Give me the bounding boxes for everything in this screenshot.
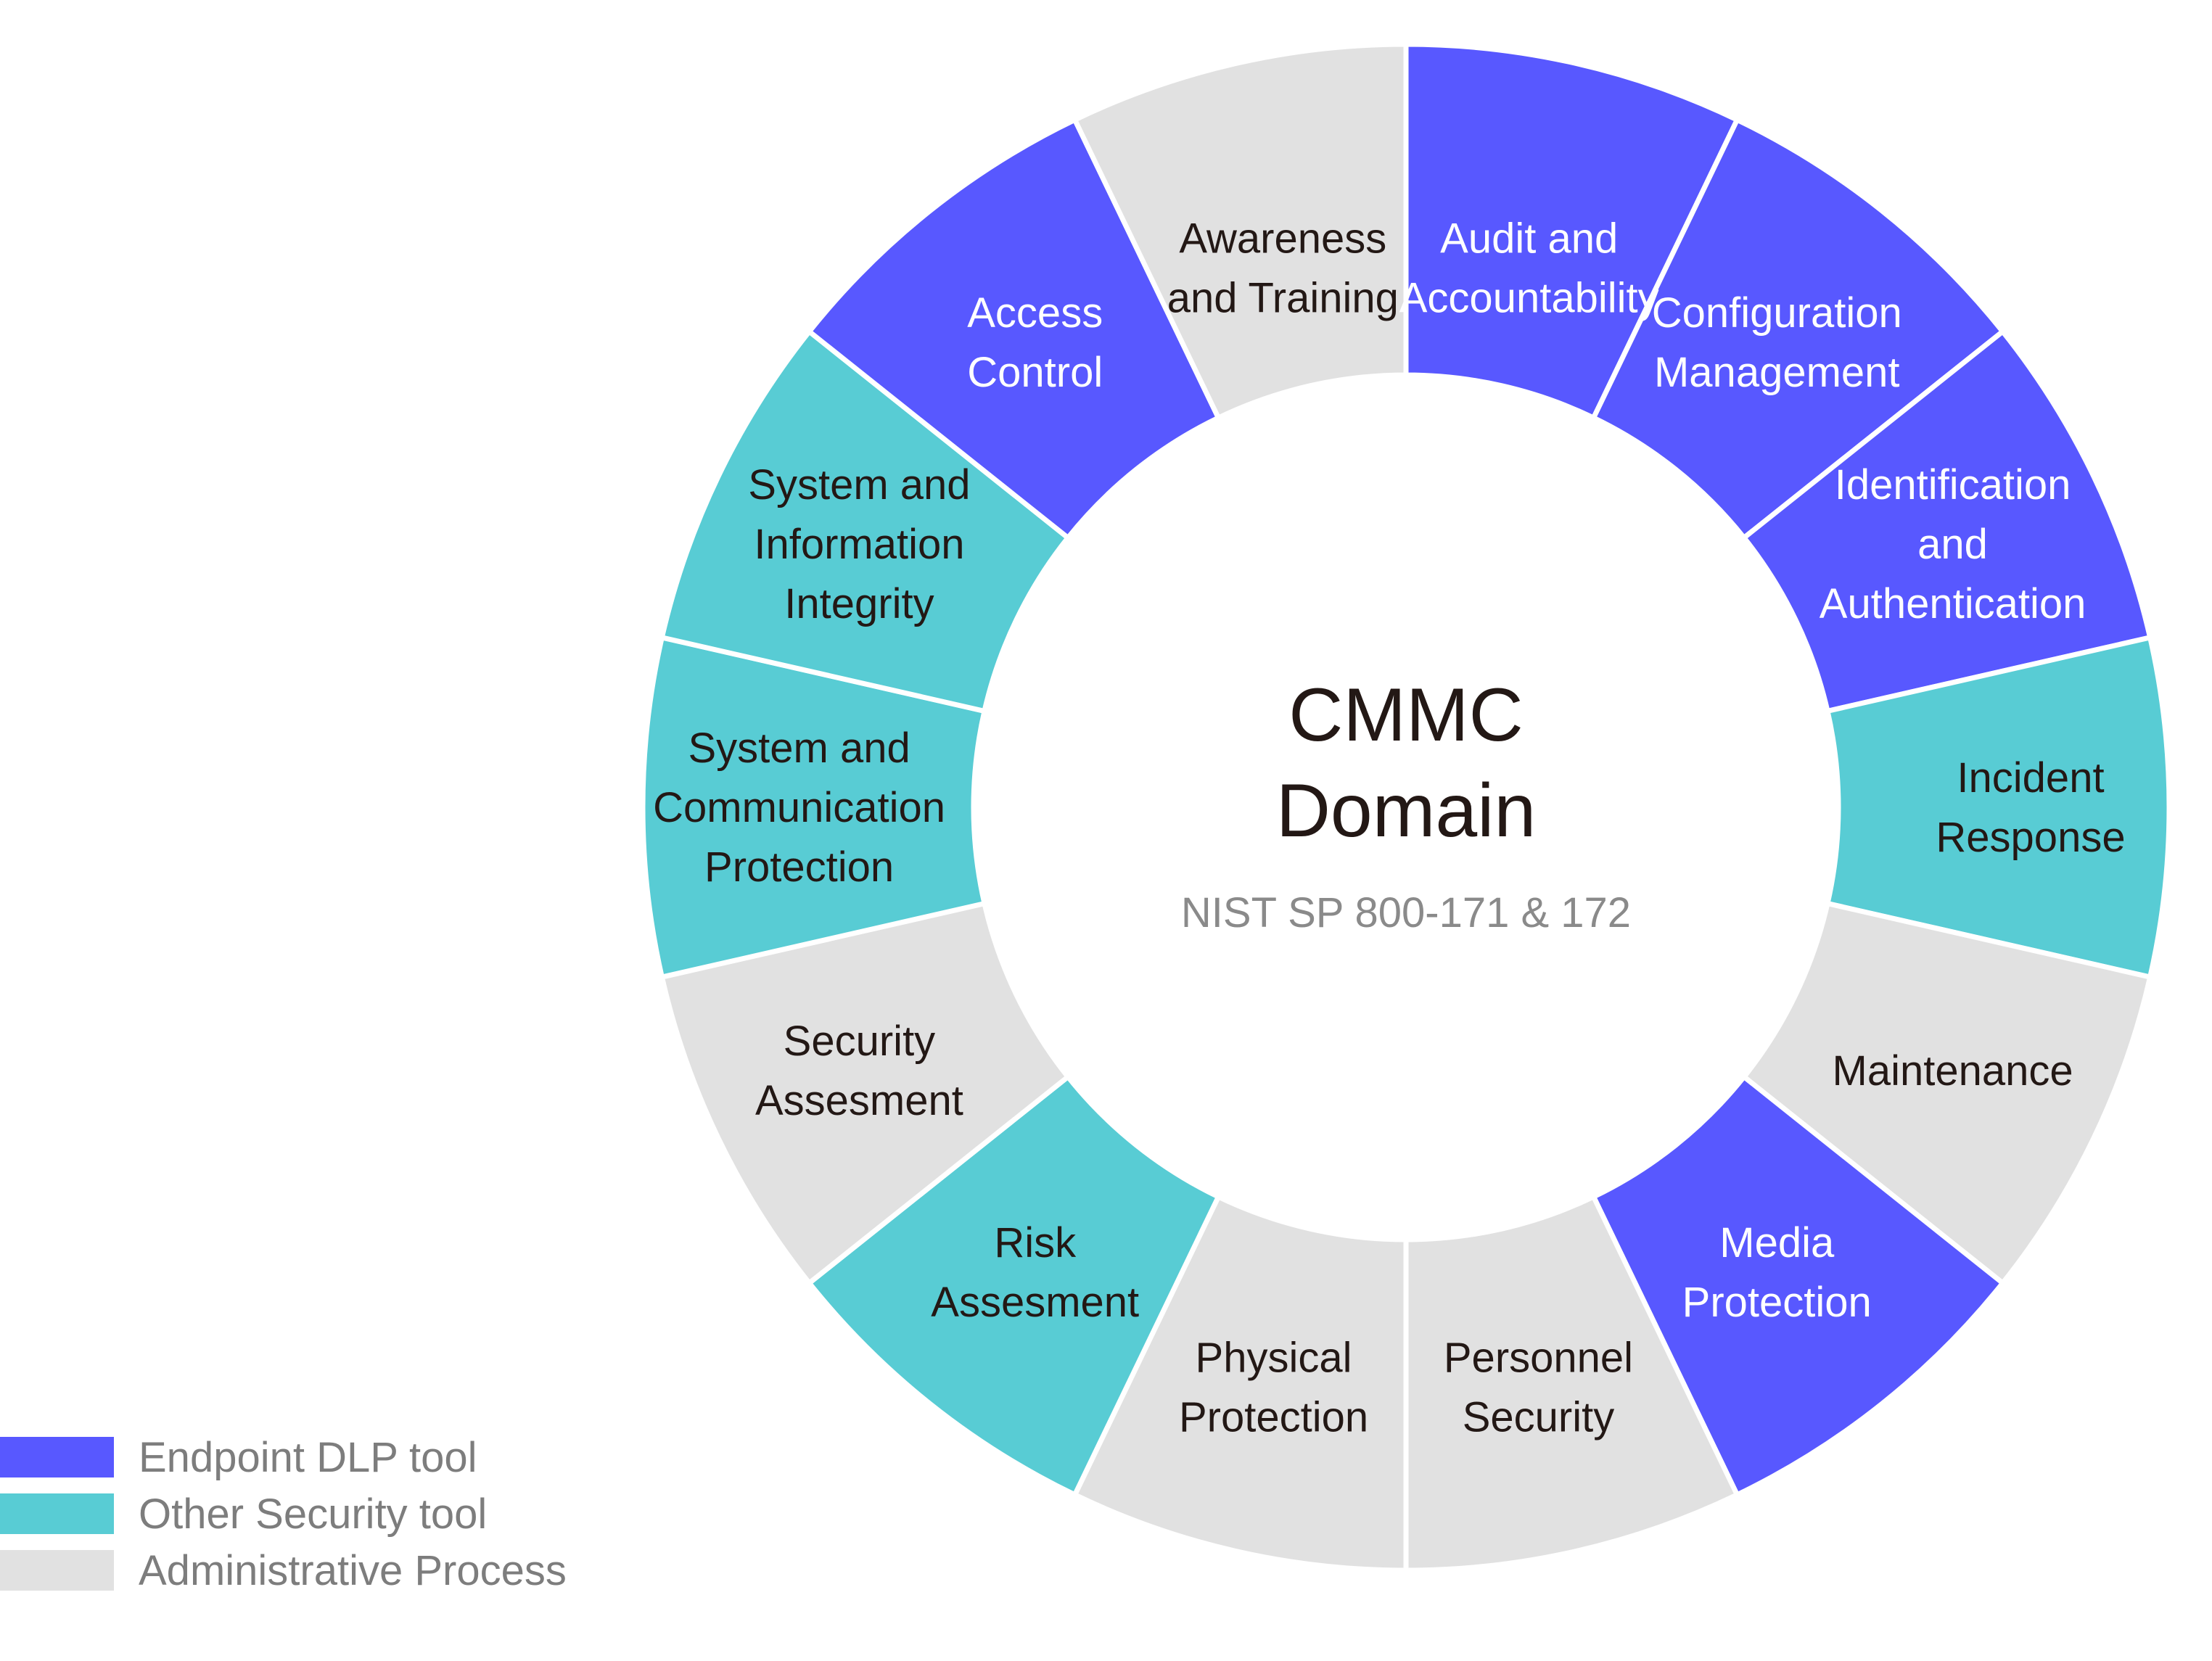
segment-label-line: Personnel: [1444, 1334, 1633, 1381]
segment-label-line: Information: [754, 521, 964, 568]
legend-label: Endpoint DLP tool: [139, 1433, 477, 1481]
legend-item-endpoint-dlp: Endpoint DLP tool: [0, 1429, 567, 1485]
legend-item-other-security: Other Security tool: [0, 1485, 567, 1542]
segment-label-maintenance: Maintenance: [1833, 1047, 2073, 1095]
segment-label-line: Assesment: [755, 1077, 963, 1124]
ring-segment-awareness-and-training: [1071, 41, 1409, 421]
segment-label-line: Identification: [1835, 461, 2071, 508]
segment-label-line: System and: [748, 461, 970, 508]
segment-label-line: Authentication: [1820, 580, 2086, 627]
segment-label-line: Maintenance: [1833, 1047, 2073, 1095]
segment-label-line: Configuration: [1652, 289, 1902, 337]
segment-label-line: Integrity: [784, 580, 934, 627]
segment-label-line: Management: [1654, 349, 1900, 396]
segment-label-line: Media: [1719, 1219, 1835, 1266]
center-title-line2: Domain: [1275, 769, 1537, 853]
segment-label-line: System and: [688, 725, 910, 772]
segment-label-line: Audit and: [1440, 215, 1618, 263]
segment-label-awareness-and-training: Awareness and Training: [1167, 215, 1399, 322]
legend-label: Other Security tool: [139, 1490, 488, 1538]
segment-label-line: and Training: [1167, 275, 1399, 322]
legend-swatch-administrative: [0, 1550, 114, 1591]
segment-label-line: Communication: [653, 784, 945, 831]
legend-item-administrative: Administrative Process: [0, 1542, 567, 1599]
segment-label-line: Security: [784, 1018, 936, 1065]
legend-label: Administrative Process: [139, 1546, 567, 1594]
segment-label-line: Protection: [1682, 1279, 1872, 1326]
segment-label-line: and: [1917, 521, 1988, 568]
center-subtitle: NIST SP 800-171 & 172: [1180, 889, 1632, 936]
segment-label-line: Protection: [704, 844, 894, 891]
center-title-line1: CMMC: [1288, 673, 1524, 757]
segment-label-line: Control: [967, 349, 1103, 396]
segment-label-line: Physical: [1196, 1334, 1352, 1381]
segment-label-line: Security: [1463, 1393, 1615, 1441]
legend-swatch-other-security: [0, 1493, 114, 1534]
segment-label-line: Risk: [994, 1219, 1077, 1266]
segment-label-line: Awareness: [1179, 215, 1386, 263]
legend: Endpoint DLP tool Other Security tool Ad…: [0, 1429, 567, 1599]
segment-label-line: Response: [1936, 814, 2125, 861]
legend-swatch-endpoint-dlp: [0, 1437, 114, 1477]
segment-label-line: Incident: [1957, 754, 2104, 801]
segment-label-line: Accountability: [1399, 275, 1659, 322]
segment-label-line: Protection: [1179, 1393, 1368, 1441]
segment-label-line: Access: [967, 289, 1103, 337]
ring-segments: [640, 41, 2172, 1573]
segment-label-line: Assesment: [931, 1279, 1139, 1326]
